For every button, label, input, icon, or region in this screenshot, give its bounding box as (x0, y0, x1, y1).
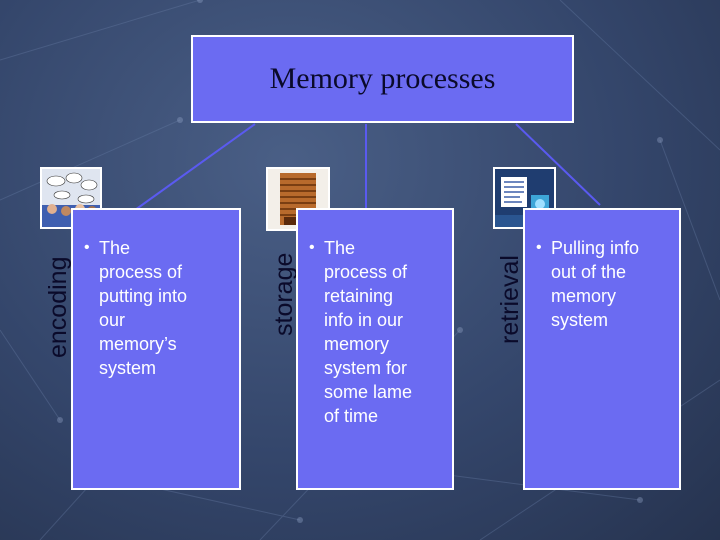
encoding-box: The process of putting into our memory’s… (71, 208, 241, 490)
title-box: Memory processes (191, 35, 574, 123)
desc-line: putting into (99, 286, 188, 306)
retrieval-description: Pulling info out of the memory system (525, 236, 679, 332)
desc-line: some lame (324, 382, 413, 402)
desc-line: system for (324, 358, 408, 378)
desc-line: our (99, 310, 126, 330)
storage-label: storage (270, 252, 298, 336)
connector-encoding (134, 123, 256, 211)
desc-line: The (99, 238, 131, 258)
storage-description: The process of retaining info in our mem… (298, 236, 452, 428)
encoding-description: The process of putting into our memory’s… (73, 236, 239, 380)
desc-line: Pulling info (551, 238, 640, 258)
retrieval-label: retrieval (496, 255, 524, 344)
desc-line: process of (324, 262, 408, 282)
desc-line: info in our (324, 310, 404, 330)
desc-line: out of the (551, 262, 627, 282)
desc-line: system (99, 358, 157, 378)
desc-line: memory’s (99, 334, 177, 354)
desc-line: of time (324, 406, 379, 426)
connector-retrieval (515, 123, 601, 206)
desc-line: system (551, 310, 609, 330)
desc-line: process of (99, 262, 183, 282)
desc-line: memory (324, 334, 390, 354)
diagram-title: Memory processes (269, 62, 496, 95)
retrieval-box: Pulling info out of the memory system (523, 208, 681, 490)
desc-line: The (324, 238, 356, 258)
storage-box: The process of retaining info in our mem… (296, 208, 454, 490)
encoding-label: encoding (44, 256, 72, 358)
desc-line: memory (551, 286, 617, 306)
desc-line: retaining (324, 286, 394, 306)
